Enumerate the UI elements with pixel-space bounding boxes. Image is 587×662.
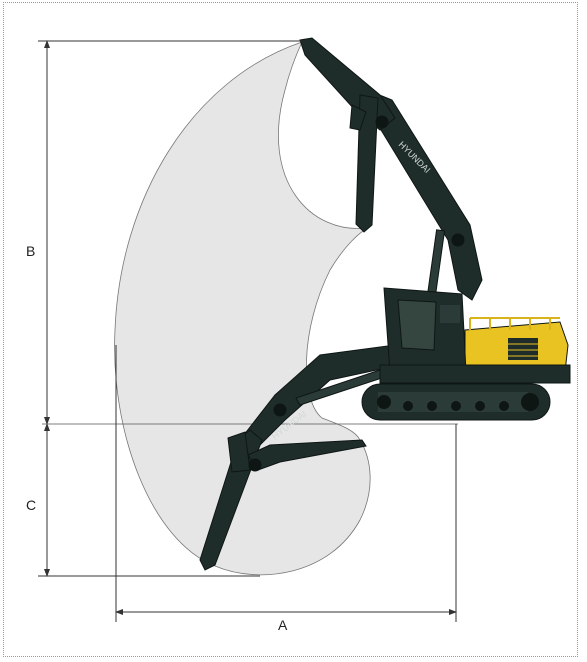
excavator-undercarriage — [361, 383, 551, 421]
dimension-label-a: A — [278, 617, 288, 633]
excavator-upper-structure — [379, 287, 571, 384]
dimension-lines — [38, 40, 457, 622]
working-range-envelope — [114, 41, 371, 576]
dimension-label-c: C — [26, 497, 36, 513]
raised-boom-attachment — [299, 37, 483, 311]
dimension-label-b: B — [26, 243, 35, 259]
diagram-frame — [3, 2, 578, 657]
lowered-boom-attachment — [199, 344, 401, 571]
